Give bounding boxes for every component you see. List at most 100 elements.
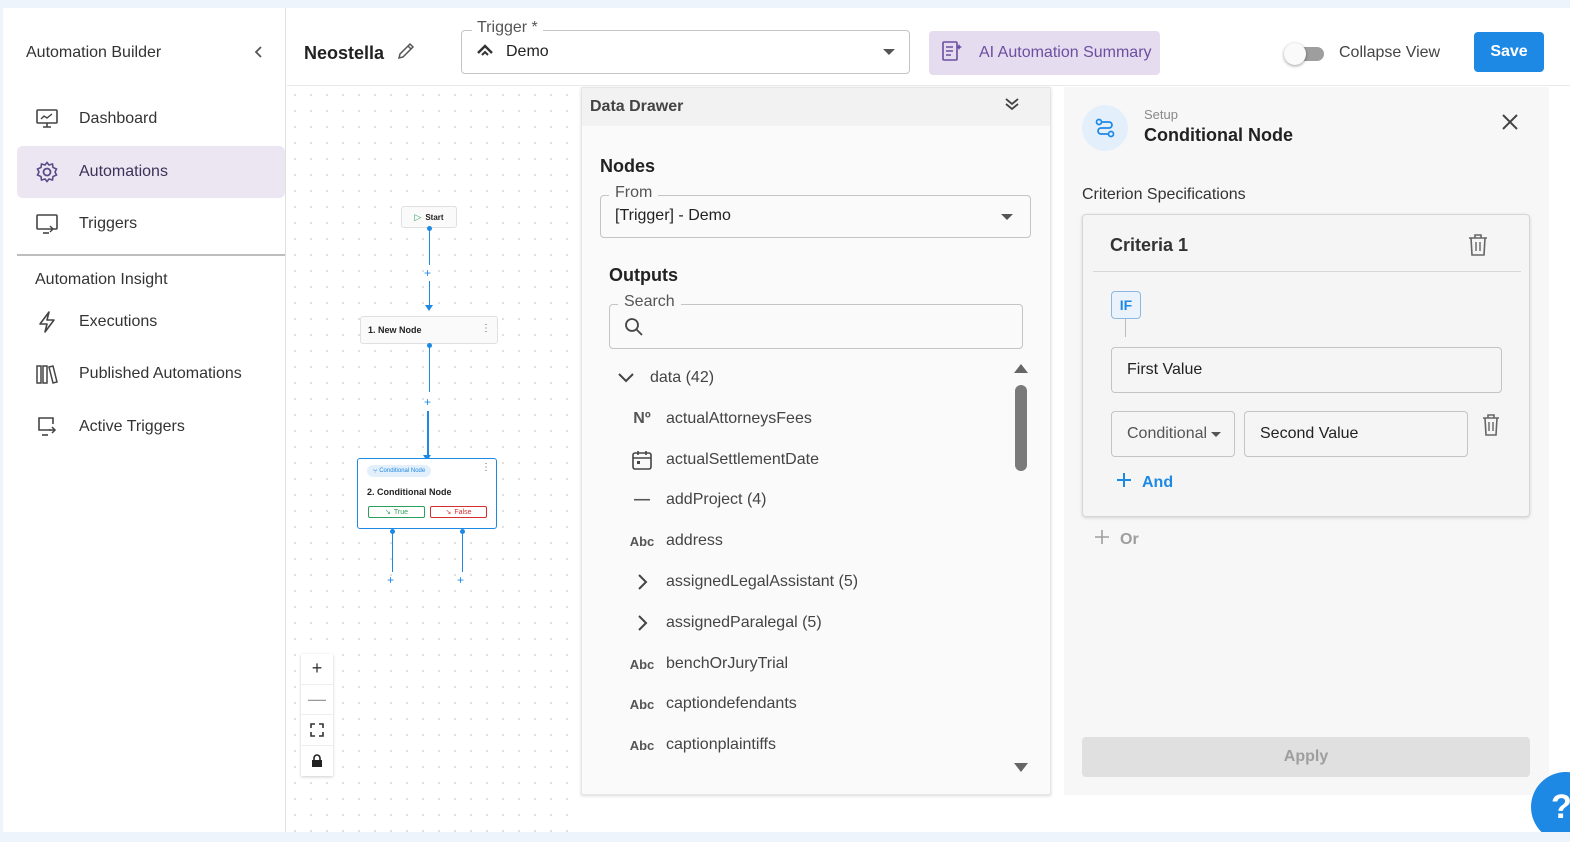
false-branch-chip[interactable]: ↘ False <box>430 506 487 518</box>
edge-line <box>428 229 430 265</box>
if-connector-line <box>1125 319 1126 337</box>
connector-dot <box>427 226 432 231</box>
conditional-select-label: Conditional <box>1127 425 1208 442</box>
add-true-step-icon[interactable]: + <box>387 573 395 587</box>
conditional-select[interactable]: Conditional <box>1111 411 1235 457</box>
calendar-icon <box>628 449 656 471</box>
second-value-placeholder: Second Value <box>1260 425 1359 442</box>
list-item[interactable]: actualSettlementDate <box>628 445 819 475</box>
first-value-placeholder: First Value <box>1127 361 1203 378</box>
chevron-left-icon[interactable] <box>252 43 266 64</box>
first-value-input[interactable]: First Value <box>1111 347 1502 393</box>
bolt-icon <box>35 310 59 334</box>
list-item[interactable]: Abc address <box>628 526 723 556</box>
from-select[interactable]: From [Trigger] - Demo <box>600 184 1031 238</box>
kebab-menu-icon[interactable]: ⋮ <box>481 323 491 334</box>
lock-button[interactable] <box>301 746 333 777</box>
sidebar-section-title: Automation Insight <box>35 271 168 288</box>
zoom-out-button[interactable]: — <box>301 685 333 715</box>
setup-subtitle: Setup <box>1144 107 1178 122</box>
collapse-view-label: Collapse View <box>1339 44 1441 61</box>
trash-icon[interactable] <box>1467 233 1489 262</box>
setup-panel: Setup Conditional Node Criterion Specifi… <box>1064 87 1549 795</box>
plus-icon <box>1116 472 1132 493</box>
add-step-icon[interactable]: + <box>424 266 432 280</box>
add-and-condition-button[interactable]: And <box>1116 472 1173 493</box>
sidebar-item-dashboard[interactable]: Dashboard <box>17 93 285 145</box>
sidebar-item-executions[interactable]: Executions <box>17 296 285 348</box>
chevron-right-icon <box>628 573 656 591</box>
sidebar-item-triggers[interactable]: Triggers <box>17 198 285 250</box>
if-badge: IF <box>1111 291 1141 319</box>
edge-line <box>427 411 429 457</box>
conditional-node-tag-label: Conditional Node <box>379 468 426 474</box>
tree-root-row[interactable]: data (42) <box>612 363 714 393</box>
list-item[interactable]: Abc captionplaintiffs <box>628 730 776 760</box>
data-drawer-header: Data Drawer <box>582 88 1050 126</box>
criterion-specifications-heading: Criterion Specifications <box>1082 186 1246 203</box>
list-item-label: addProject (4) <box>666 491 767 508</box>
sidebar-item-automations[interactable]: Automations <box>17 146 285 198</box>
double-chevron-down-icon[interactable] <box>1004 96 1020 117</box>
add-step-icon[interactable]: + <box>424 395 432 409</box>
save-button[interactable]: Save <box>1474 32 1544 72</box>
add-false-step-icon[interactable]: + <box>457 573 465 587</box>
screen-icon <box>35 212 59 236</box>
second-value-input[interactable]: Second Value <box>1244 411 1468 457</box>
from-select-value: [Trigger] - Demo <box>615 207 731 224</box>
scrollbar-thumb[interactable] <box>1015 385 1027 471</box>
new-node[interactable]: 1. New Node ⋮ <box>360 316 498 344</box>
scroll-up-arrow[interactable] <box>1014 364 1028 373</box>
outputs-heading: Outputs <box>609 265 678 285</box>
sidebar-item-active-triggers[interactable]: Active Triggers <box>17 401 285 453</box>
scroll-down-arrow[interactable] <box>1014 763 1028 772</box>
conditional-node[interactable]: ⑂ Conditional Node ⋮ 2. Conditional Node… <box>357 458 497 529</box>
collapse-view-toggle[interactable] <box>1284 43 1328 65</box>
toggle-thumb <box>1284 43 1306 65</box>
sidebar-item-published-automations[interactable]: Published Automations <box>17 348 285 400</box>
route-icon <box>1082 105 1128 151</box>
kebab-menu-icon[interactable]: ⋮ <box>481 462 491 473</box>
play-icon: ▷ <box>414 211 422 222</box>
list-item[interactable]: Abc captiondefendants <box>628 689 797 719</box>
pencil-icon[interactable] <box>396 41 416 66</box>
start-node[interactable]: ▷ Start <box>401 206 457 228</box>
add-or-criteria-button[interactable]: Or <box>1094 529 1139 550</box>
fit-view-button[interactable] <box>301 715 333 746</box>
trash-icon[interactable] <box>1481 413 1501 442</box>
setup-title: Conditional Node <box>1144 125 1293 145</box>
data-drawer-title: Data Drawer <box>590 98 684 115</box>
list-item-label: address <box>666 532 723 549</box>
array-type-icon: — <box>634 491 650 508</box>
edge-line <box>461 532 463 572</box>
list-item[interactable]: — addProject (4) <box>628 485 767 515</box>
text-type-icon: Abc <box>629 656 655 672</box>
conditional-node-tag: ⑂ Conditional Node <box>367 465 432 477</box>
list-item[interactable]: Abc benchOrJuryTrial <box>628 649 788 679</box>
trigger-select[interactable]: Trigger * Demo <box>461 19 910 74</box>
true-branch-icon: ↘ <box>384 509 391 516</box>
or-label: Or <box>1120 530 1139 548</box>
criteria-card: Criteria 1 IF First Value Conditional Se… <box>1082 214 1530 517</box>
start-node-label: Start <box>425 212 444 222</box>
apply-button[interactable]: Apply <box>1082 737 1530 777</box>
zoom-in-button[interactable]: + <box>301 654 333 685</box>
ai-automation-summary-button[interactable]: AI Automation Summary <box>929 31 1160 75</box>
fullscreen-icon <box>310 722 324 737</box>
search-label: Search <box>618 293 681 311</box>
criteria-title: Criteria 1 <box>1110 235 1189 255</box>
true-branch-label: True <box>393 508 408 516</box>
list-item[interactable]: assignedLegalAssistant (5) <box>628 567 858 597</box>
flow-canvas[interactable]: ▷ Start + 1. New Node ⋮ + ⑂ Conditional … <box>287 87 582 832</box>
close-icon[interactable] <box>1500 111 1520 139</box>
list-item-label: benchOrJuryTrial <box>666 655 789 672</box>
outputs-search[interactable]: Search <box>609 293 1023 349</box>
sidebar-item-label: Active Triggers <box>79 418 185 435</box>
true-branch-chip[interactable]: ↘ True <box>368 506 425 518</box>
list-item[interactable]: Nº actualAttorneysFees <box>628 404 812 434</box>
list-item[interactable]: assignedParalegal (5) <box>628 608 822 638</box>
document-ai-icon <box>941 40 963 67</box>
tree-root-label: data (42) <box>650 369 715 386</box>
new-node-label: 1. New Node <box>368 325 422 335</box>
app-window: Automation Builder Dashboard Automations… <box>3 8 1570 832</box>
